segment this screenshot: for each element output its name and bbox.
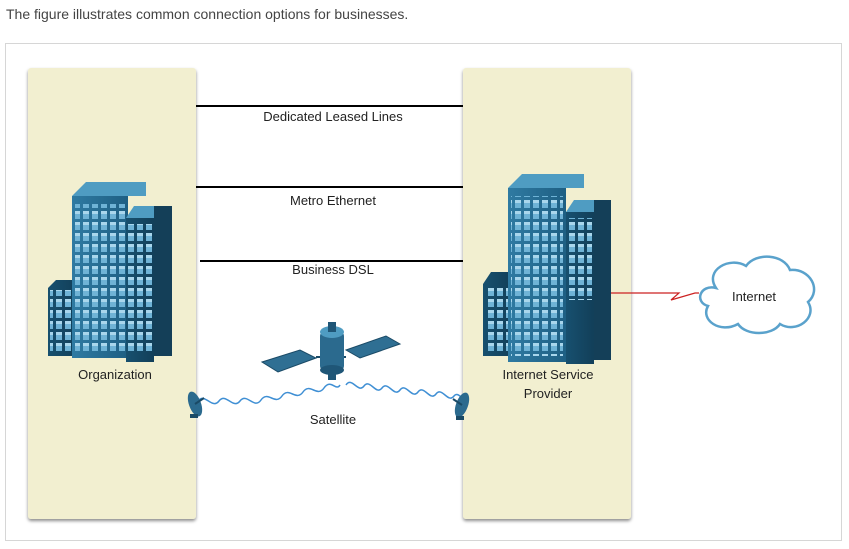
isp-label-line2: Provider <box>524 386 573 401</box>
figure-caption: The figure illustrates common connection… <box>6 6 409 22</box>
serial-link <box>611 292 699 301</box>
isp-label-line1: Internet Service <box>502 367 593 382</box>
connection-label-satellite: Satellite <box>310 412 356 427</box>
connection-label-leased: Dedicated Leased Lines <box>263 109 403 124</box>
organization-label: Organization <box>78 367 152 382</box>
satellite-wave-right <box>345 381 465 400</box>
connection-label-dsl: Business DSL <box>292 262 374 277</box>
satellite-wave-left <box>197 383 341 405</box>
internet-label: Internet <box>732 289 776 304</box>
building-icon <box>48 182 172 362</box>
satellite-icon <box>260 322 402 380</box>
satellite-dish-icon <box>452 392 470 420</box>
building-icon <box>483 174 611 364</box>
cloud-icon <box>698 255 816 335</box>
connection-label-metro: Metro Ethernet <box>290 193 376 208</box>
satellite-dish-icon <box>187 391 205 418</box>
